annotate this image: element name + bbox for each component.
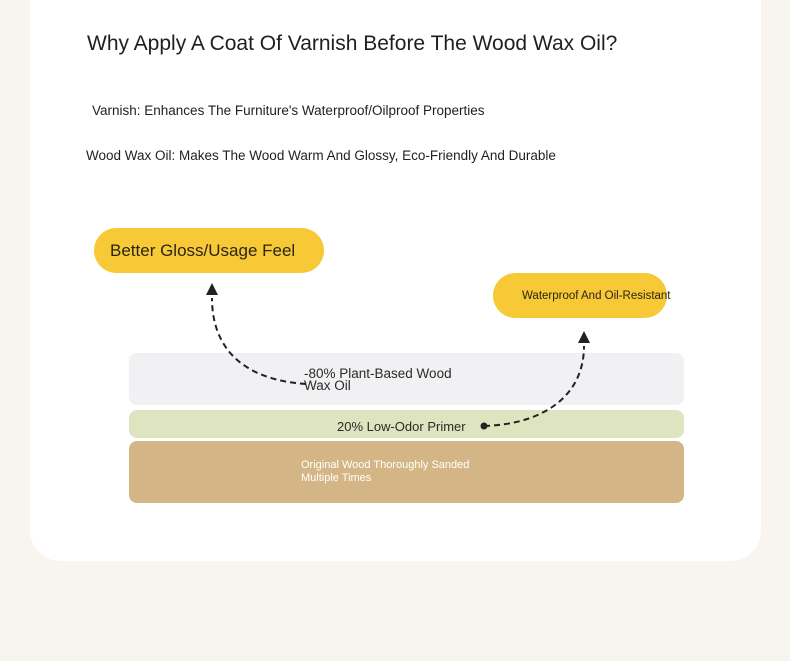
primer-layer <box>129 410 684 438</box>
wax-oil-layer-label: -80% Plant-Based Wood Wax Oil <box>304 366 452 393</box>
gloss-callout-label: Better Gloss/Usage Feel <box>110 240 296 260</box>
wood-layer-label: Original Wood Thoroughly Sanded Multiple… <box>301 459 470 484</box>
waterproof-callout: Waterproof And Oil-Resistant <box>493 273 671 318</box>
waterproof-callout-label: Waterproof And Oil-Resistant <box>522 289 671 302</box>
varnish-description: Varnish: Enhances The Furniture's Waterp… <box>92 103 485 118</box>
page-title: Why Apply A Coat Of Varnish Before The W… <box>87 32 618 55</box>
wood-layer <box>129 441 684 503</box>
primer-layer-label: 20% Low-Odor Primer <box>337 419 466 434</box>
gloss-callout: Better Gloss/Usage Feel <box>94 228 324 273</box>
wax-oil-description: Wood Wax Oil: Makes The Wood Warm And Gl… <box>86 148 556 163</box>
